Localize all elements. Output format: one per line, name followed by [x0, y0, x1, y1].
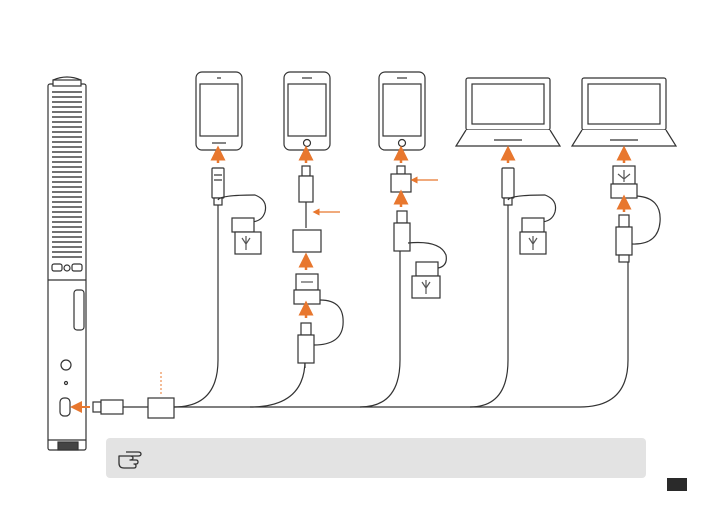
page-marker	[667, 478, 687, 491]
android-phone-icon	[196, 72, 242, 150]
iphone-icon	[379, 72, 425, 150]
main-cable	[93, 205, 628, 418]
adapter-icon	[293, 230, 321, 252]
usb-a-plug-icon	[412, 262, 440, 298]
lightning-cable-icon	[299, 166, 313, 228]
usb-loop-cable	[632, 196, 660, 244]
pointing-hand-icon	[116, 446, 144, 470]
laptop-icon	[572, 78, 676, 146]
usb-c-plug-icon	[616, 215, 632, 262]
note-bar	[106, 438, 646, 478]
adapter-icon	[391, 166, 411, 192]
usb-a-plug-icon	[232, 218, 261, 254]
microphone-icon	[48, 77, 86, 450]
usb-a-plug-icon	[520, 218, 546, 254]
usb-c-plug-icon	[394, 211, 410, 251]
usb-a-plug-icon	[611, 166, 637, 198]
laptop-icon	[456, 78, 560, 146]
usb-loop-cable	[314, 300, 343, 345]
usb-a-plug-icon	[294, 274, 320, 304]
iphone-icon	[284, 72, 330, 150]
usb-c-plug-icon	[298, 323, 314, 363]
